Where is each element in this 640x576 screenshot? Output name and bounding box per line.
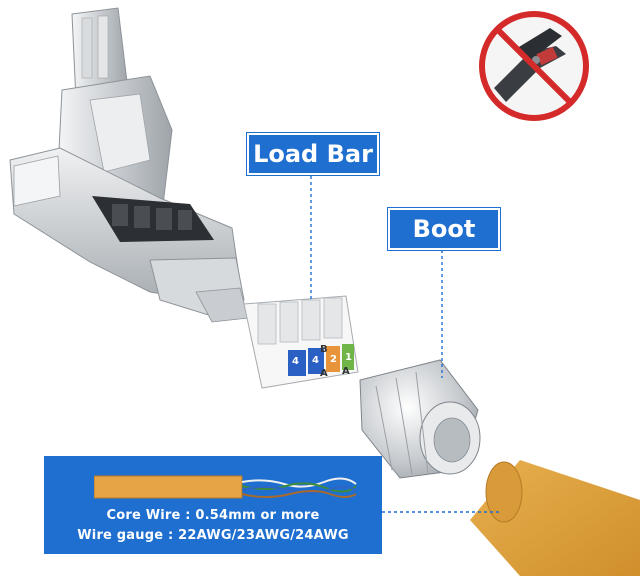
no-crimp-tool-icon: [479, 11, 589, 121]
contact-label: B: [320, 344, 328, 355]
contact-label: 2: [330, 354, 337, 365]
boot-part: [359, 359, 481, 479]
stripped-wire-illustration: [94, 475, 357, 499]
boot-label-text: Boot: [412, 215, 476, 243]
load-bar-contacts: 4 4 B 2 1 A A: [288, 344, 358, 379]
core-wire-spec: Core Wire : 0.54mm or more: [106, 508, 320, 523]
load-bar-label: Load Bar: [247, 133, 379, 175]
connector-housing: [9, 147, 249, 323]
boot-label: Boot: [388, 208, 500, 250]
load-bar-part: [243, 295, 359, 389]
contact-label: 4: [292, 356, 299, 367]
contact-label: A: [320, 368, 328, 379]
contact-label: 4: [312, 355, 319, 366]
contact-label: A: [342, 366, 350, 377]
wire-spec-panel: Core Wire : 0.54mm or more Wire gauge : …: [44, 456, 382, 554]
load-bar-label-text: Load Bar: [253, 140, 373, 168]
wire-gauge-spec: Wire gauge : 22AWG/23AWG/24AWG: [77, 528, 349, 543]
contact-label: 1: [345, 352, 352, 363]
